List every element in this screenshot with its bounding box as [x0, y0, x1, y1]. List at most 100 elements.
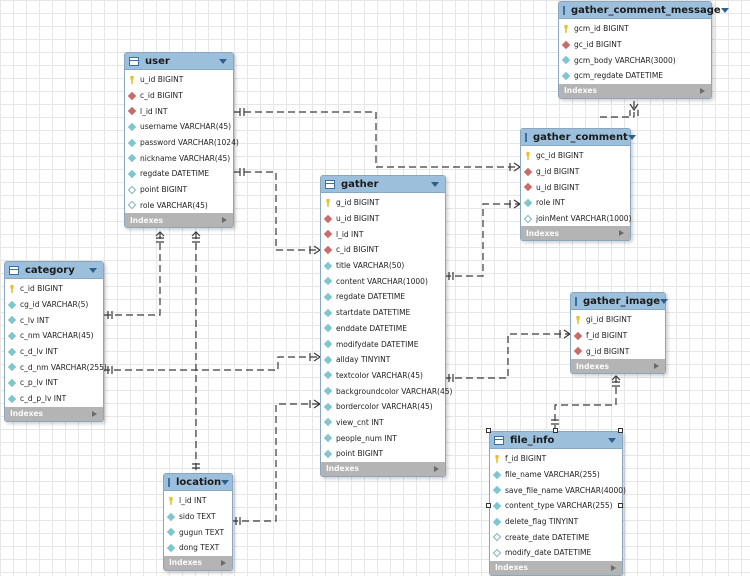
column-row[interactable]: sido TEXT: [164, 509, 232, 525]
expand-arrow-icon[interactable]: [434, 465, 439, 472]
indexes-section[interactable]: Indexes: [571, 359, 665, 374]
selection-handle[interactable]: [486, 503, 491, 508]
column-row[interactable]: role VARCHAR(45): [125, 198, 233, 214]
indexes-section[interactable]: Indexes: [559, 83, 711, 98]
column-row[interactable]: title VARCHAR(50): [321, 258, 445, 274]
column-row[interactable]: role INT: [521, 195, 630, 211]
collapse-arrow-icon[interactable]: [627, 134, 636, 140]
column-row[interactable]: g_id BIGINT: [521, 164, 630, 180]
column-row[interactable]: bordercolor VARCHAR(45): [321, 399, 445, 415]
column-row[interactable]: l_id INT: [125, 103, 233, 119]
column-row[interactable]: joinMent VARCHAR(1000): [521, 211, 631, 227]
indexes-section[interactable]: Indexes: [521, 226, 630, 241]
column-row[interactable]: cg_id VARCHAR(5): [5, 297, 103, 313]
expand-arrow-icon[interactable]: [619, 230, 624, 237]
column-row[interactable]: people_num INT: [321, 430, 445, 446]
column-row[interactable]: enddate DATETIME: [321, 321, 445, 337]
column-row[interactable]: point BIGINT: [125, 182, 233, 198]
expand-arrow-icon[interactable]: [654, 363, 659, 370]
column-row[interactable]: nickname VARCHAR(45): [125, 150, 233, 166]
column-row[interactable]: password VARCHAR(1024): [125, 135, 239, 151]
column-row[interactable]: c_nm VARCHAR(45): [5, 328, 103, 344]
column-row[interactable]: l_id INT: [321, 226, 445, 242]
column-row[interactable]: file_name VARCHAR(255): [490, 467, 622, 483]
column-row[interactable]: modifydate DATETIME: [321, 336, 445, 352]
column-row[interactable]: create_date DATETIME: [490, 529, 622, 545]
collapse-arrow-icon[interactable]: [660, 298, 669, 304]
selection-handle[interactable]: [486, 428, 491, 433]
expand-arrow-icon[interactable]: [92, 410, 97, 417]
indexes-section[interactable]: Indexes: [5, 406, 103, 421]
selection-handle[interactable]: [618, 503, 623, 508]
selection-handle[interactable]: [618, 428, 623, 433]
column-row[interactable]: c_d_p_lv INT: [5, 391, 103, 407]
indexes-section[interactable]: Indexes: [164, 555, 232, 570]
column-row[interactable]: username VARCHAR(45): [125, 119, 233, 135]
column-row[interactable]: f_id BIGINT: [571, 328, 665, 344]
column-row[interactable]: point BIGINT: [321, 446, 445, 462]
column-row[interactable]: u_id BIGINT: [125, 72, 233, 88]
selection-handle[interactable]: [553, 428, 558, 433]
column-row[interactable]: content VARCHAR(1000): [321, 273, 445, 289]
collapse-arrow-icon[interactable]: [431, 181, 439, 187]
column-row[interactable]: g_id BIGINT: [321, 195, 445, 211]
column-row[interactable]: gc_id BIGINT: [521, 148, 630, 164]
column-row[interactable]: delete_flag TINYINT: [490, 514, 622, 530]
column-row[interactable]: view_cnt INT: [321, 415, 445, 431]
column-row[interactable]: regdate DATETIME: [125, 166, 233, 182]
column-row[interactable]: u_id BIGINT: [521, 179, 630, 195]
column-row[interactable]: l_id INT: [164, 493, 232, 509]
column-row[interactable]: c_lv INT: [5, 312, 103, 328]
column-row[interactable]: allday TINYINT: [321, 352, 445, 368]
expand-arrow-icon[interactable]: [221, 559, 226, 566]
indexes-section[interactable]: Indexes: [321, 461, 445, 476]
column-row[interactable]: startdate DATETIME: [321, 305, 445, 321]
column-row[interactable]: gi_id BIGINT: [571, 312, 665, 328]
collapse-arrow-icon[interactable]: [720, 7, 729, 13]
table-header[interactable]: gather: [321, 176, 445, 193]
table-header[interactable]: file_info: [490, 432, 622, 449]
table-header[interactable]: location: [164, 474, 232, 491]
column-row[interactable]: save_file_name VARCHAR(4000): [490, 482, 626, 498]
expand-arrow-icon[interactable]: [700, 87, 705, 94]
column-row[interactable]: c_id BIGINT: [125, 88, 233, 104]
column-row[interactable]: content_type VARCHAR(255): [490, 498, 622, 514]
collapse-arrow-icon[interactable]: [219, 58, 227, 64]
column-row[interactable]: c_p_lv INT: [5, 375, 103, 391]
column-row[interactable]: gcm_body VARCHAR(3000): [559, 52, 711, 68]
column-row[interactable]: u_id BIGINT: [321, 211, 445, 227]
column-row[interactable]: c_d_lv INT: [5, 344, 103, 360]
indexes-section[interactable]: Indexes: [490, 560, 622, 575]
collapse-arrow-icon[interactable]: [221, 479, 230, 485]
collapse-arrow-icon[interactable]: [89, 267, 97, 273]
table-header[interactable]: category: [5, 262, 103, 279]
column-row[interactable]: gcm_id BIGINT: [559, 21, 711, 37]
table-header[interactable]: gather_comment_message: [559, 2, 729, 19]
column-row[interactable]: c_id BIGINT: [5, 281, 103, 297]
column-row[interactable]: textcolor VARCHAR(45): [321, 368, 445, 384]
column-row[interactable]: gugun TEXT: [164, 524, 232, 540]
column-row[interactable]: gcm_regdate DATETIME: [559, 68, 711, 84]
expand-arrow-icon[interactable]: [611, 564, 616, 571]
column-row[interactable]: f_id BIGINT: [490, 451, 622, 467]
column-row[interactable]: backgroundcolor VARCHAR(45): [321, 383, 452, 399]
expand-arrow-icon[interactable]: [222, 217, 227, 224]
column-row[interactable]: c_id BIGINT: [321, 242, 445, 258]
column-row[interactable]: c_d_nm VARCHAR(255): [5, 359, 107, 375]
table-header[interactable]: gather_image: [571, 293, 669, 310]
column-row[interactable]: gc_id BIGINT: [559, 37, 711, 53]
column-row[interactable]: modify_date DATETIME: [490, 545, 622, 561]
column-row[interactable]: dong TEXT: [164, 540, 232, 556]
indexes-section[interactable]: Indexes: [125, 213, 233, 228]
column-row[interactable]: regdate DATETIME: [321, 289, 445, 305]
column-row[interactable]: g_id BIGINT: [571, 343, 665, 359]
